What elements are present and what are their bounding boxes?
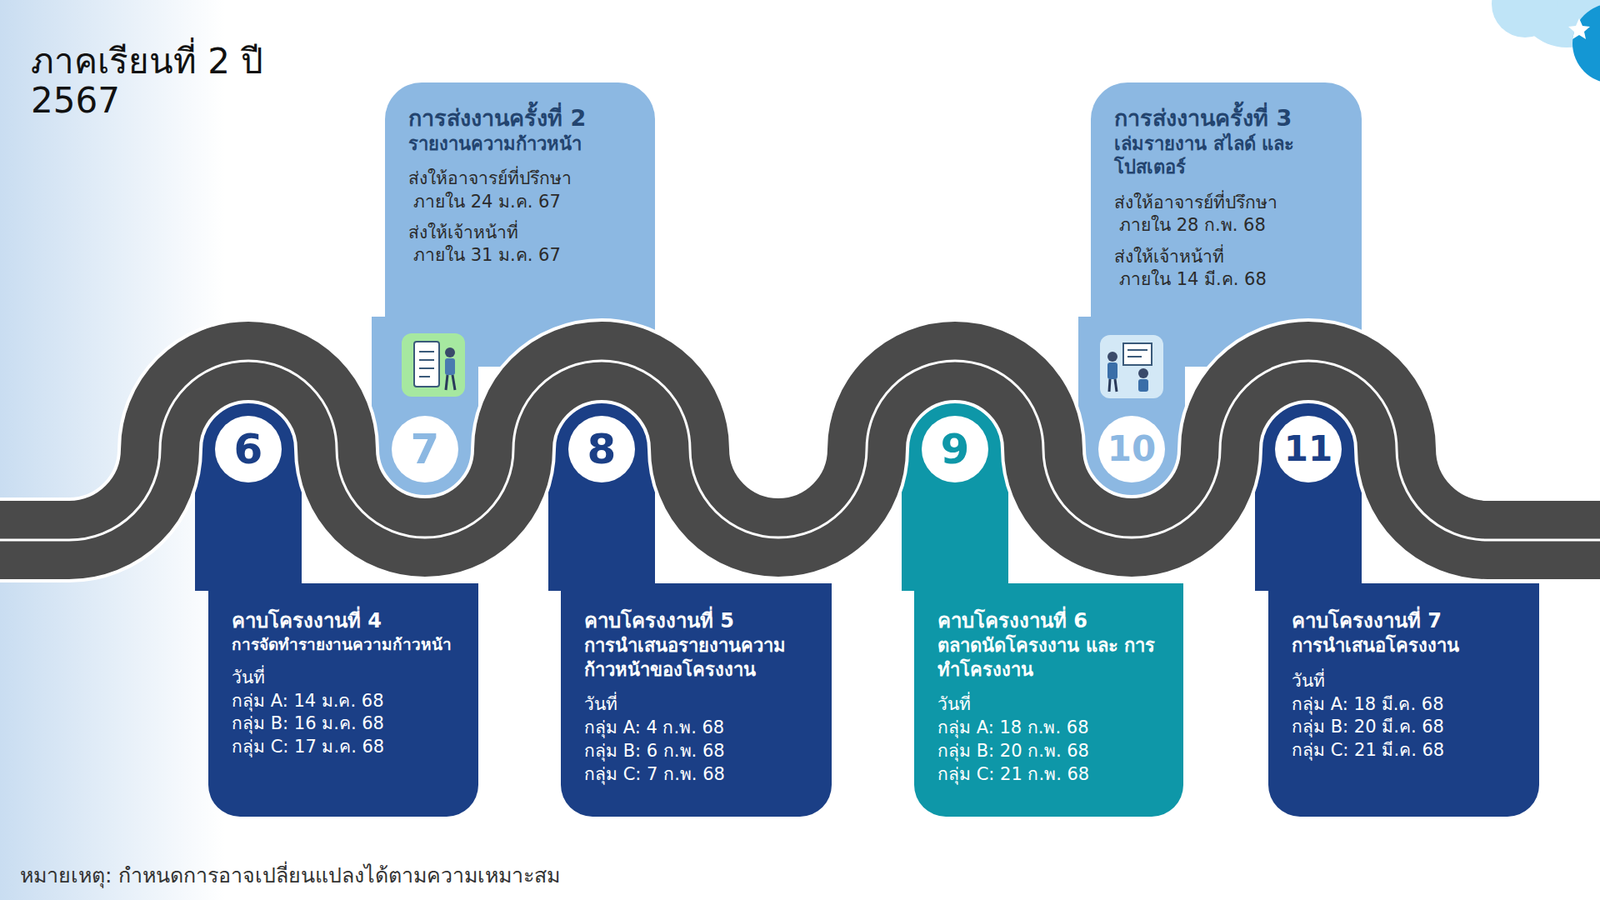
card-text: กลุ่ม B: 6 ก.พ. 68 bbox=[584, 740, 814, 764]
card-text: กลุ่ม B: 20 มี.ค. 68 bbox=[1291, 715, 1521, 740]
card-text: กลุ่ม A: 4 ก.พ. 68 bbox=[584, 716, 814, 740]
session-card: คาบโครงงานที่ 5การนำเสนอรายงานความ ก้าวห… bbox=[560, 400, 832, 817]
card-subheading: ตลาดนัดโครงงาน และ การทำโครงงาน bbox=[937, 634, 1165, 682]
step-number-circle: 9 bbox=[921, 415, 989, 483]
card-text: ส่งให้เจ้าหน้าที่ bbox=[1114, 245, 1345, 269]
card-heading: คาบโครงงานที่ 7 bbox=[1291, 608, 1521, 635]
card-subheading: รายงานความก้าวหน้า bbox=[408, 132, 639, 157]
card-heading: คาบโครงงานที่ 4 bbox=[231, 608, 460, 635]
card-text: วันที่ bbox=[584, 693, 814, 717]
card-text: กลุ่ม B: 16 ม.ค. 68 bbox=[231, 712, 460, 736]
footnote: หมายเหตุ: กำหนดการอาจเปลี่ยนแปลงได้ตามคว… bbox=[20, 858, 560, 892]
step-number: 6 bbox=[234, 428, 264, 470]
step-number: 8 bbox=[587, 428, 617, 470]
step-number: 11 bbox=[1284, 431, 1333, 467]
card-text: กลุ่ม A: 18 ก.พ. 68 bbox=[937, 716, 1165, 740]
card-text: กลุ่ม B: 20 ก.พ. 68 bbox=[937, 740, 1165, 764]
card-subheading: เล่มรายงาน สไลด์ และโปสเตอร์ bbox=[1114, 132, 1345, 180]
card-subheading: การนำเสนอโครงงาน bbox=[1291, 634, 1521, 659]
card-heading: การส่งงานครั้งที่ 2 bbox=[408, 104, 639, 133]
card-text: กลุ่ม A: 18 มี.ค. 68 bbox=[1291, 693, 1521, 717]
session-card: คาบโครงงานที่ 7การนำเสนอโครงงานวันที่กลุ… bbox=[1268, 400, 1540, 817]
card-text: กลุ่ม C: 21 มี.ค. 68 bbox=[1291, 739, 1521, 763]
card-text: วันที่ bbox=[231, 666, 460, 690]
card-text: ส่งให้อาจารย์ที่ปรึกษา bbox=[408, 167, 639, 190]
step-number-circle: 7 bbox=[391, 415, 459, 483]
step-number: 7 bbox=[410, 428, 440, 470]
step-number-circle: 11 bbox=[1275, 415, 1342, 483]
card-text: กลุ่ม C: 7 ก.พ. 68 bbox=[584, 763, 814, 787]
card-text: ภายใน 14 มี.ค. 68 bbox=[1114, 268, 1345, 291]
card-subheading: การนำเสนอรายงานความ ก้าวหน้าของโครงงาน bbox=[584, 634, 814, 682]
card-text: ภายใน 28 ก.พ. 68 bbox=[1114, 214, 1345, 237]
step-number-circle: 6 bbox=[215, 415, 282, 483]
card-text: ภายใน 24 ม.ค. 67 bbox=[408, 190, 639, 214]
step-number-circle: 8 bbox=[568, 415, 635, 483]
card-text: ส่งให้อาจารย์ที่ปรึกษา bbox=[1114, 191, 1345, 215]
card-subheading: การจัดทำรายงานความก้าวหน้า bbox=[231, 634, 460, 655]
card-heading: คาบโครงงานที่ 5 bbox=[584, 608, 814, 635]
card-heading: คาบโครงงานที่ 6 bbox=[937, 608, 1165, 635]
card-text: ส่งให้เจ้าหน้าที่ bbox=[408, 221, 639, 245]
step-number-circle: 10 bbox=[1098, 415, 1165, 483]
card-text: กลุ่ม A: 14 ม.ค. 68 bbox=[231, 690, 460, 714]
card-text: กลุ่ม C: 21 ก.พ. 68 bbox=[937, 763, 1165, 787]
card-text: วันที่ bbox=[937, 693, 1165, 717]
cloud-decoration bbox=[1491, 0, 1600, 84]
card-heading: การส่งงานครั้งที่ 3 bbox=[1114, 104, 1345, 133]
title: ภาคเรียนที่ 2 ปี 2567 bbox=[30, 41, 273, 120]
card-text: ภายใน 31 ม.ค. 67 bbox=[408, 244, 639, 267]
card-text: วันที่ bbox=[1291, 670, 1521, 694]
card-text: กลุ่ม C: 17 ม.ค. 68 bbox=[231, 735, 460, 760]
step-number: 10 bbox=[1107, 431, 1156, 467]
step-number: 9 bbox=[940, 428, 970, 470]
